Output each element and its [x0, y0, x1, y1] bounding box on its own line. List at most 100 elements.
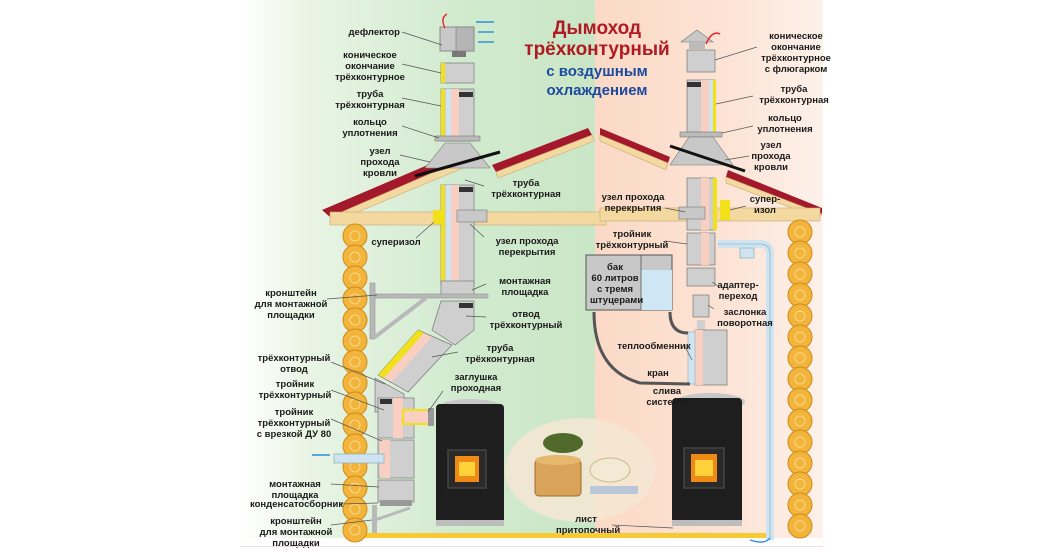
log-ring: [794, 373, 806, 385]
log: [342, 244, 368, 270]
right-stove: [672, 393, 745, 526]
label-bracket-upper: кронштейн для монтажной площадки: [254, 288, 328, 321]
label-pre-furnace-sheet: лист притопочный: [556, 514, 621, 536]
label-bracket-lower: кронштейн для монтажной площадки: [259, 516, 333, 549]
floor: [362, 533, 768, 538]
airflow-arrows: [312, 13, 771, 543]
label-damper: заслонка поворотная: [717, 307, 773, 329]
subtitle-line-2: охлаждением: [546, 82, 648, 99]
log: [787, 345, 813, 371]
log-ring: [794, 289, 806, 301]
label-pipe-top-right: труба трёхконтурная: [759, 84, 829, 106]
log: [342, 307, 368, 333]
log-ring: [349, 524, 361, 536]
label-seal-ring-right: кольцо уплотнения: [757, 113, 813, 135]
label-conical-end-right: коническое окончание трёхконтурное с флю…: [761, 31, 831, 75]
log: [787, 492, 813, 518]
log: [342, 517, 368, 543]
log-ring: [794, 247, 806, 259]
log: [787, 240, 813, 266]
log-ring: [794, 352, 806, 364]
log: [787, 219, 813, 245]
label-roof-pass-right: узел прохода кровли: [751, 140, 791, 173]
log: [342, 223, 368, 249]
title-line-1: Дымоход: [552, 18, 642, 39]
log: [787, 261, 813, 287]
log-ring: [349, 314, 361, 326]
log: [342, 349, 368, 375]
log: [342, 286, 368, 312]
log: [787, 408, 813, 434]
label-deflector: дефлектор: [348, 27, 400, 38]
label-superizol-right: супер- изол: [749, 194, 781, 216]
log: [787, 303, 813, 329]
label-superizol-left: суперизол: [371, 237, 421, 248]
log-ring: [349, 482, 361, 494]
left-stove: [436, 399, 504, 526]
label-pipe-mid-left: труба трёхконтурная: [491, 178, 561, 200]
log-ring: [349, 230, 361, 242]
label-conical-end-left: коническое окончание трёхконтурное: [335, 50, 405, 83]
label-condensate: конденсатосборник: [250, 499, 344, 510]
label-pass-plug: заглушка проходная: [450, 372, 502, 394]
log-ring: [349, 419, 361, 431]
title-line-2: трёхконтурный: [524, 39, 670, 60]
label-pipe-slant: труба трёхконтурная: [465, 343, 535, 365]
log-ring: [349, 356, 361, 368]
label-adapter: адаптер- переход: [717, 280, 759, 302]
log-ring: [349, 293, 361, 305]
right-log-wall: [787, 219, 813, 539]
log-ring: [349, 335, 361, 347]
right-chimney: [669, 29, 774, 540]
log: [787, 513, 813, 539]
subtitle-line-1: с воздушным: [546, 63, 648, 80]
log-ring: [794, 478, 806, 490]
label-mount-platform-upper: монтажная площадка: [499, 276, 551, 298]
leader-lines: [326, 31, 758, 529]
log-ring: [794, 499, 806, 511]
label-tee-left: тройник трёхконтурный: [258, 379, 332, 401]
label-valve: кран: [647, 368, 669, 379]
label-heat-exchanger: теплообменник: [617, 341, 691, 352]
log: [342, 370, 368, 396]
bottom-divider: [240, 546, 823, 547]
label-ceiling-pass-right: узел прохода перекрытия: [601, 192, 665, 214]
log-ring: [349, 377, 361, 389]
log: [787, 471, 813, 497]
label-tee-du80: тройник трёхконтурный с врезкой ДУ 80: [256, 407, 332, 440]
sauna-accessories-illustration: [505, 418, 655, 522]
label-tank: бак 60 литров с тремя штуцерами: [590, 262, 644, 306]
log-ring: [794, 415, 806, 427]
log-ring: [794, 520, 806, 532]
log-ring: [794, 331, 806, 343]
log: [342, 328, 368, 354]
log: [342, 412, 368, 438]
log: [342, 496, 368, 522]
log-ring: [349, 272, 361, 284]
left-chimney: [333, 26, 501, 533]
log-ring: [794, 226, 806, 238]
log-ring: [794, 457, 806, 469]
label-tee-right: тройник трёхконтурный: [595, 229, 669, 251]
log: [342, 475, 368, 501]
log: [787, 366, 813, 392]
log-ring: [794, 394, 806, 406]
log: [787, 429, 813, 455]
label-elbow-lower: трёхконтурный отвод: [257, 353, 331, 375]
log: [787, 450, 813, 476]
label-pipe-top-left: труба трёхконтурная: [335, 89, 405, 111]
log-ring: [794, 436, 806, 448]
log: [342, 265, 368, 291]
log: [787, 387, 813, 413]
label-roof-pass-left: узел прохода кровли: [360, 146, 400, 179]
log: [787, 282, 813, 308]
log-ring: [794, 310, 806, 322]
water-tank: [585, 254, 691, 386]
label-mount-platform-lower: монтажная площадка: [269, 479, 321, 501]
label-seal-ring-left: кольцо уплотнения: [342, 117, 398, 139]
label-drain: слива системы: [646, 386, 688, 408]
label-elbow-upper: отвод трёхконтурный: [489, 309, 563, 331]
log-ring: [349, 251, 361, 263]
